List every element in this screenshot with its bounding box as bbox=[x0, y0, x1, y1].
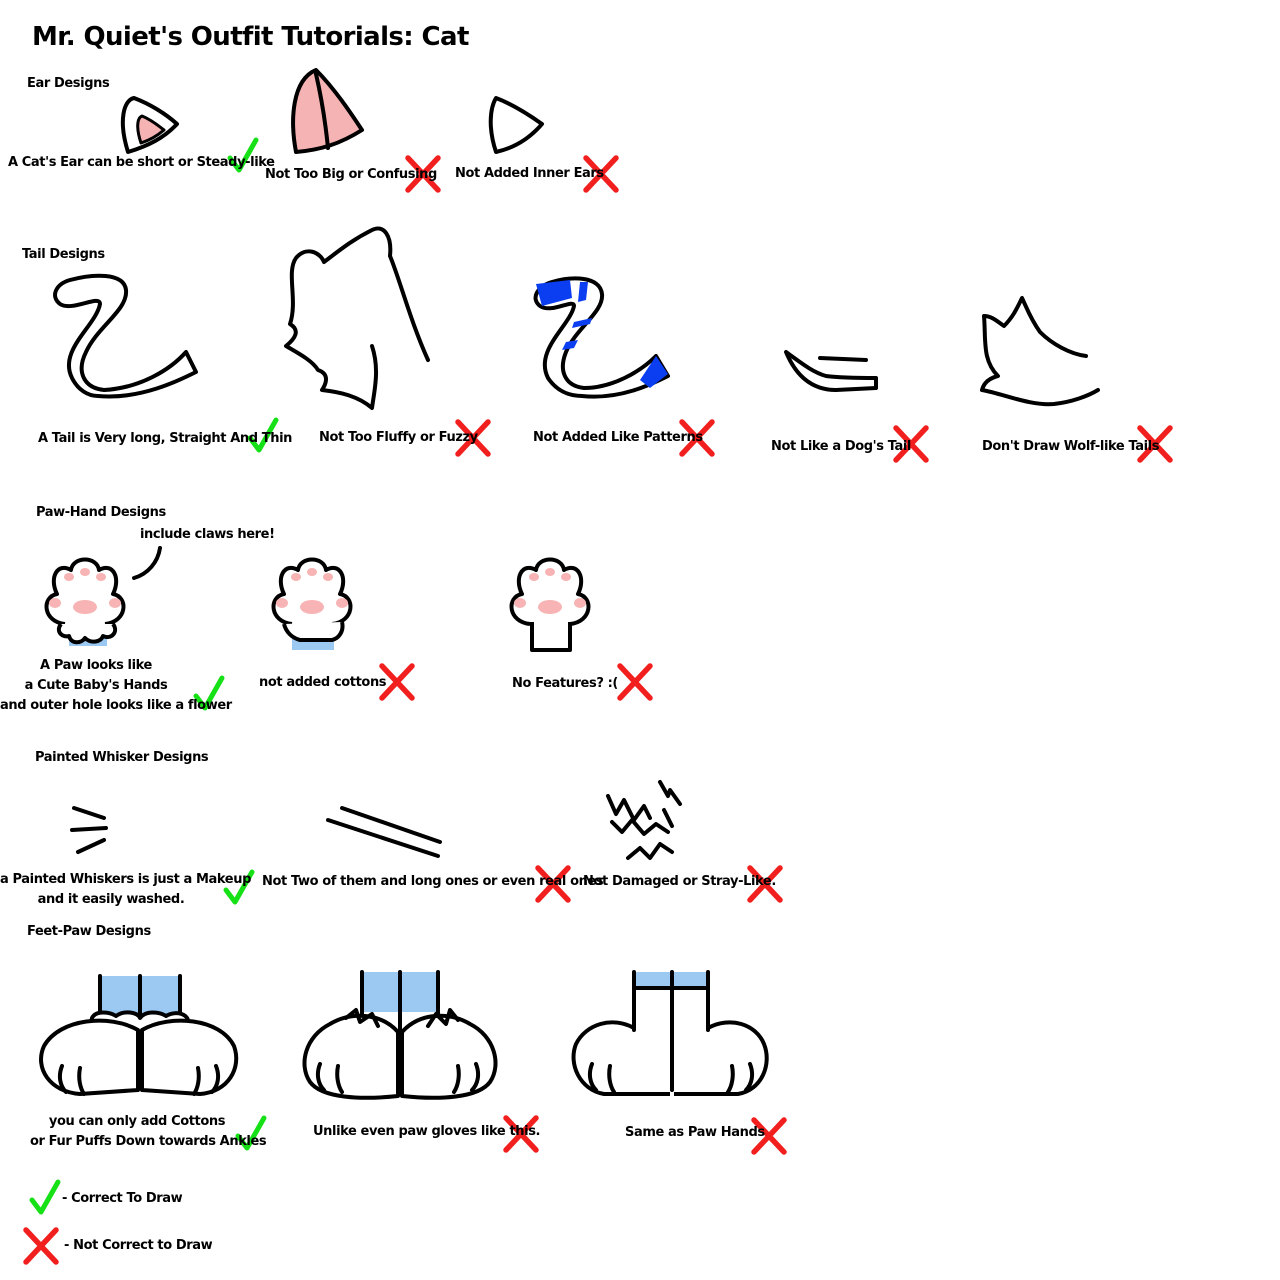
whisker-caption-1: a Painted Whiskers is just a Makeup and … bbox=[0, 870, 251, 910]
tail-patterned-icon bbox=[533, 276, 670, 399]
foot-plain-icon bbox=[571, 970, 769, 1096]
section-heading-whiskers: Painted Whisker Designs bbox=[35, 750, 209, 765]
ear-too-big-icon bbox=[291, 68, 364, 154]
paw-no-cotton-icon bbox=[271, 557, 353, 650]
section-heading-paw-hands: Paw-Hand Designs bbox=[36, 505, 166, 520]
paw-good-icon bbox=[44, 557, 126, 646]
legend-incorrect-label: - Not Correct to Draw bbox=[64, 1238, 213, 1253]
foot-good-icon bbox=[39, 974, 239, 1096]
whisker-damaged-icon bbox=[606, 780, 682, 860]
ear-no-inner-icon bbox=[488, 96, 544, 154]
tail-caption-1: A Tail is Very long, Straight And Thin bbox=[38, 431, 292, 446]
paw-caption-1-line: A Paw looks like bbox=[40, 658, 152, 673]
paw-caption-2: not added cottons bbox=[259, 675, 387, 690]
paw-caption-1-line: and outer hole looks like a flower bbox=[0, 698, 232, 713]
page-title: Mr. Quiet's Outfit Tutorials: Cat bbox=[32, 22, 469, 52]
foot-caption-1-line: or Fur Puffs Down towards Ankles bbox=[30, 1134, 267, 1149]
tail-dog-icon bbox=[784, 350, 878, 392]
paw-no-features-icon bbox=[509, 557, 591, 652]
section-heading-ears: Ear Designs bbox=[27, 76, 110, 91]
ear-good-icon bbox=[120, 96, 179, 154]
foot-caption-1-line: you can only add Cottons bbox=[48, 1114, 226, 1129]
paw-caption-1: A Paw looks like a Cute Baby's Hands and… bbox=[0, 656, 232, 716]
paw-caption-1-line: a Cute Baby's Hands bbox=[24, 678, 168, 693]
section-heading-tails: Tail Designs bbox=[22, 247, 105, 262]
foot-caption-1: you can only add Cottons or Fur Puffs Do… bbox=[30, 1112, 267, 1152]
tail-fluffy-icon bbox=[284, 226, 430, 410]
tail-wolf-icon bbox=[980, 296, 1100, 407]
whisker-good-icon bbox=[70, 806, 108, 854]
ear-caption-3: Not Added Inner Ears bbox=[455, 166, 604, 181]
foot-gloves-icon bbox=[302, 970, 498, 1100]
whisker-caption-3: Not Damaged or Stray-Like. bbox=[583, 874, 776, 889]
foot-caption-3: Same as Paw Hands bbox=[625, 1125, 765, 1140]
callout-pointer bbox=[132, 546, 162, 580]
whisker-caption-2: Not Two of them and long ones or even re… bbox=[262, 874, 604, 889]
tail-good-icon bbox=[53, 273, 198, 399]
tail-caption-3: Not Added Like Patterns bbox=[533, 430, 703, 445]
ear-caption-2: Not Too Big or Confusing bbox=[265, 167, 437, 182]
foot-caption-2: Unlike even paw gloves like this. bbox=[313, 1124, 541, 1139]
whisker-caption-1-line: and it easily washed. bbox=[37, 892, 185, 907]
section-heading-feet: Feet-Paw Designs bbox=[27, 924, 151, 939]
ear-caption-1: A Cat's Ear can be short or Steady-like bbox=[8, 155, 275, 170]
tail-caption-2: Not Too Fluffy or Fuzzy bbox=[319, 430, 478, 445]
legend-cross-icon bbox=[26, 1230, 56, 1262]
whisker-caption-1-line: a Painted Whiskers is just a Makeup bbox=[0, 872, 251, 887]
paw-caption-3: No Features? :( bbox=[512, 676, 618, 691]
tail-caption-5: Don't Draw Wolf-like Tails bbox=[982, 439, 1160, 454]
whisker-long-icon bbox=[326, 806, 442, 858]
legend-check-icon bbox=[32, 1182, 58, 1212]
tail-caption-4: Not Like a Dog's Tail bbox=[771, 439, 911, 454]
paw-callout: include claws here! bbox=[140, 527, 275, 542]
legend-correct-label: - Correct To Draw bbox=[62, 1191, 183, 1206]
